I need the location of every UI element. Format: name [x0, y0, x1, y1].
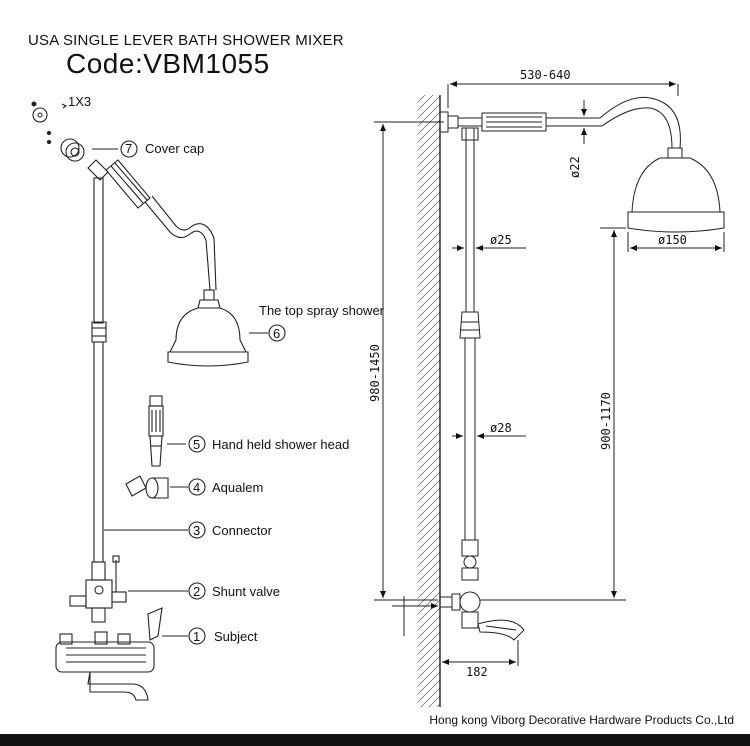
part-4-number: 4 [193, 480, 200, 495]
part-1-number: 1 [193, 629, 200, 644]
dim-arm-diameter: ø22 [568, 156, 582, 178]
part-3-label: Connector [212, 523, 273, 538]
exploded-view: 1X3 7 Cover cap [31, 94, 385, 701]
part-6-number: 6 [273, 326, 280, 341]
company-name: Hong kong Viborg Decorative Hardware Pro… [429, 713, 734, 727]
shunt-valve-icon [69, 555, 127, 623]
dim-upper-pipe-diameter: ø25 [490, 233, 512, 247]
part-2-label: Shunt valve [212, 584, 280, 599]
cover-cap-icon [60, 138, 85, 162]
dim-arm-length: 530-640 [520, 68, 571, 82]
dimension-view: 530-640 ø22 ø150 ø25 ø28 980-1450 900-11… [368, 68, 725, 707]
part-7-label: Cover cap [145, 141, 204, 156]
part-1-label: Subject [214, 629, 258, 644]
arm-grip-icon [481, 112, 547, 132]
part-7-number: 7 [125, 141, 132, 156]
part-5-label: Hand held shower head [212, 437, 349, 452]
lever-icon [477, 619, 525, 641]
product-subtitle: USA SINGLE LEVER BATH SHOWER MIXER [28, 32, 344, 49]
bottom-bar [0, 734, 750, 746]
riser-pipe-icon [91, 177, 107, 563]
hand-shower-icon [148, 395, 164, 467]
top-spray-shower-icon [167, 289, 249, 367]
part-6-label: The top spray shower [259, 303, 385, 318]
mixer-body-icon [55, 607, 163, 701]
product-code: Code:VBM1055 [66, 48, 270, 79]
dim-lower-pipe-diameter: ø28 [490, 421, 512, 435]
screw-quantity: 1X3 [68, 94, 91, 109]
dim-total-height: 980-1450 [368, 344, 382, 402]
mounting-screws-icon [31, 101, 68, 145]
dim-head-height: 900-1170 [599, 392, 613, 450]
part-5-number: 5 [193, 437, 200, 452]
shower-arm-icon [87, 159, 217, 291]
head-dome-icon [631, 157, 721, 213]
dim-head-diameter: ø150 [658, 233, 687, 247]
dim-spout-projection: 182 [466, 665, 488, 679]
part-3-number: 3 [193, 523, 200, 538]
aqualem-holder-icon [125, 475, 169, 499]
part-2-number: 2 [193, 584, 200, 599]
part-4-label: Aqualem [212, 480, 263, 495]
wall-hatch [418, 95, 440, 707]
